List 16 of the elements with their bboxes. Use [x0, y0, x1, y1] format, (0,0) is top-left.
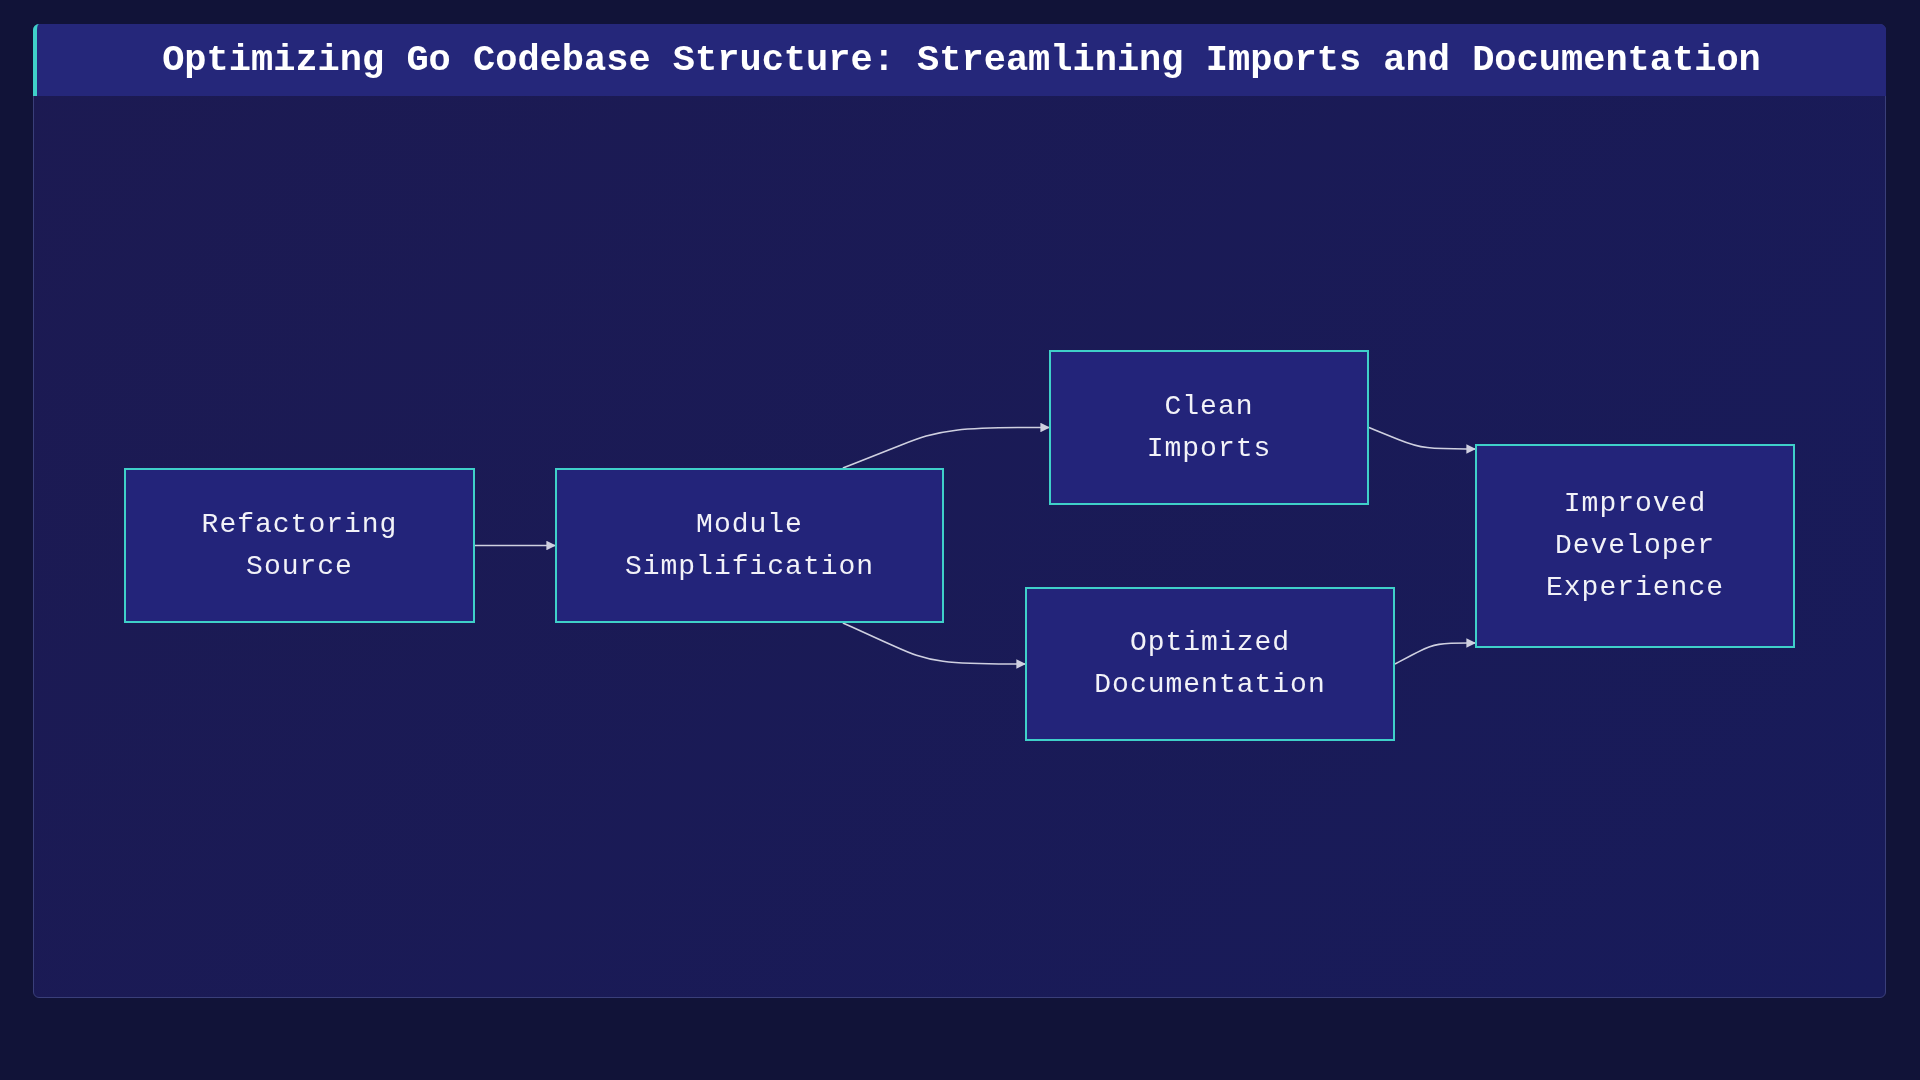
node-label: Optimized Documentation [1093, 626, 1327, 702]
process-box [1025, 587, 1395, 741]
node-label: Clean Imports [1145, 389, 1273, 466]
process-box [1475, 444, 1795, 648]
arrow [1368, 426, 1476, 454]
arrow [1394, 638, 1476, 665]
process-box [1049, 350, 1369, 505]
arrow [842, 622, 1026, 669]
node-label: Module Simplification [623, 507, 876, 584]
node-label: Improved Developer Experience [1545, 487, 1725, 605]
diagram-title: Optimizing Go Codebase Structure: Streamlining Imports and Documentation [33, 24, 1886, 96]
node-label: Refactoring Source [200, 507, 399, 584]
process-box [555, 468, 944, 623]
process-box [124, 468, 475, 623]
arrow [474, 540, 556, 551]
arrow [842, 422, 1050, 469]
